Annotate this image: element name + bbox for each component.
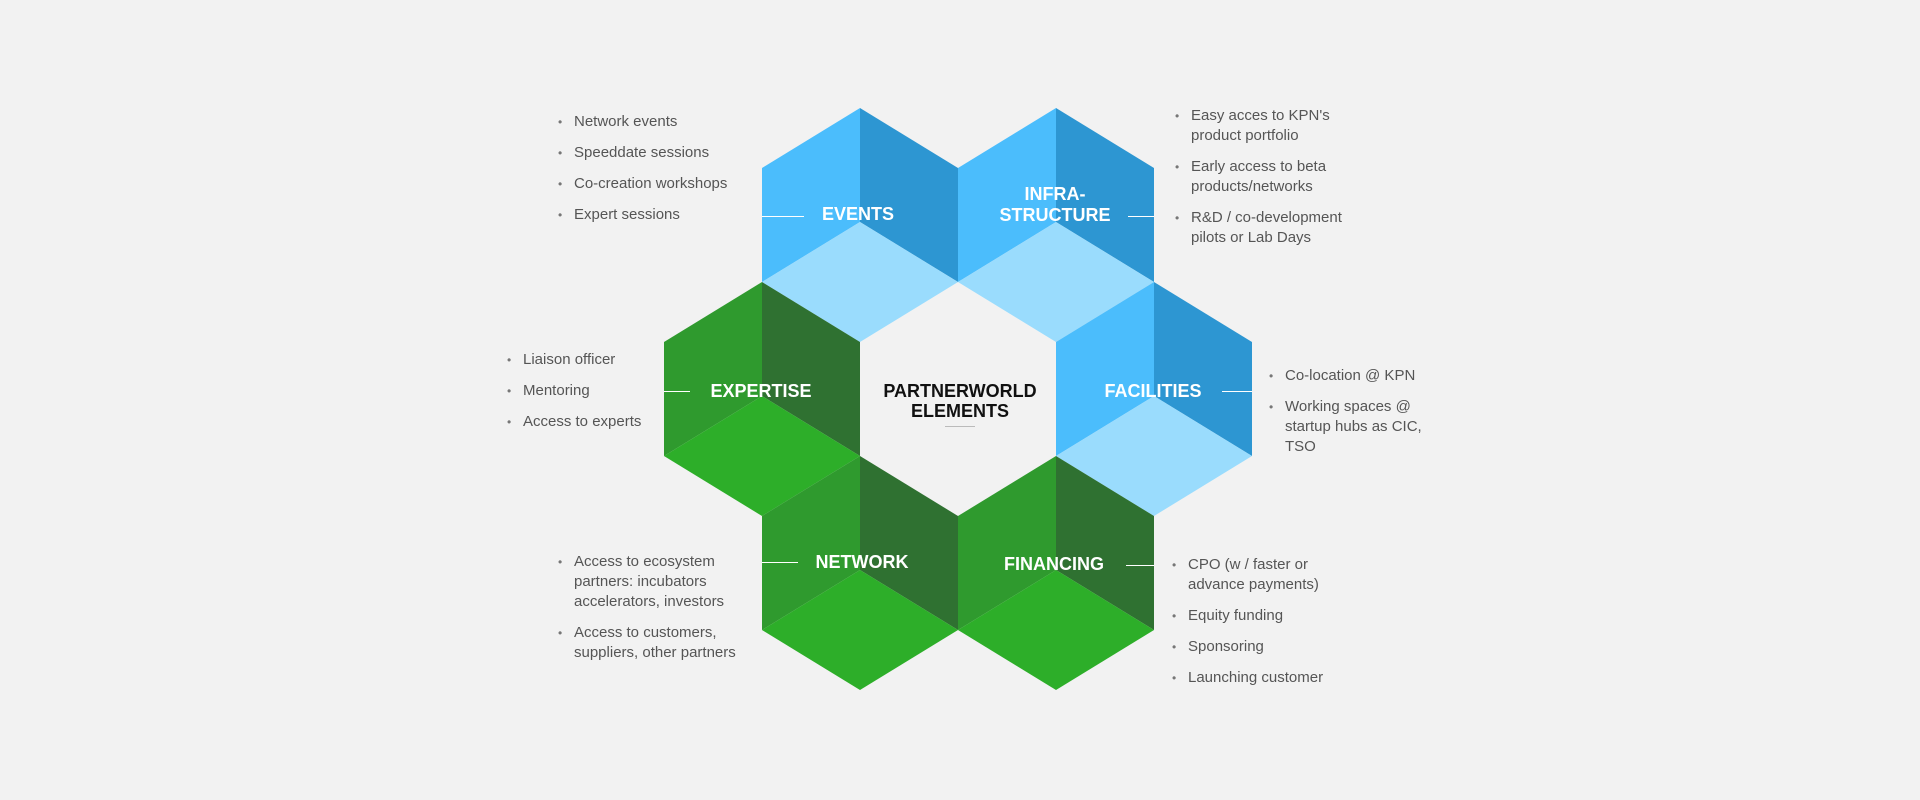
center-underline bbox=[945, 426, 975, 427]
events-label: EVENTS bbox=[821, 204, 895, 224]
center-title: PARTNERWORLD ELEMENTS bbox=[880, 381, 1040, 421]
infrastructure-cube bbox=[958, 108, 1154, 342]
infrastructure-label: INFRA- STRUCTURE bbox=[980, 184, 1130, 226]
infrastructure-label-line-2: STRUCTURE bbox=[999, 205, 1111, 225]
list-item: Speeddate sessions bbox=[558, 143, 758, 163]
list-item: Equity funding bbox=[1172, 606, 1352, 626]
list-item: Liaison officer bbox=[507, 350, 657, 370]
financing-left-face bbox=[958, 456, 1056, 630]
facilities-list: Co-location @ KPN Working spaces @ start… bbox=[1269, 366, 1429, 468]
network-left-face bbox=[762, 456, 860, 630]
list-item: Network events bbox=[558, 112, 758, 132]
list-item: CPO (w / faster or advance payments) bbox=[1172, 555, 1352, 595]
center-title-line-2: ELEMENTS bbox=[910, 401, 1009, 421]
list-item: Sponsoring bbox=[1172, 637, 1352, 657]
facilities-label: FACILITIES bbox=[1104, 381, 1202, 401]
list-item: Easy acces to KPN's product portfolio bbox=[1175, 106, 1365, 146]
list-item: Access to ecosystem partners: incubators… bbox=[558, 552, 758, 612]
events-list: Network events Speeddate sessions Co-cre… bbox=[558, 112, 758, 236]
infrastructure-label-line-1: INFRA- bbox=[1024, 184, 1086, 204]
events-connector bbox=[762, 216, 804, 217]
financing-cube bbox=[958, 456, 1154, 690]
financing-label: FINANCING bbox=[1004, 554, 1104, 574]
infrastructure-list: Easy acces to KPN's product portfolio Ea… bbox=[1175, 106, 1365, 259]
financing-bottom-face bbox=[958, 570, 1154, 690]
events-right-face bbox=[860, 108, 958, 282]
facilities-cube bbox=[1056, 282, 1252, 516]
network-bottom-face bbox=[762, 570, 958, 690]
list-item: Co-creation workshops bbox=[558, 174, 758, 194]
network-label: NETWORK bbox=[815, 552, 909, 572]
financing-connector bbox=[1126, 565, 1154, 566]
infrastructure-left-face bbox=[958, 108, 1056, 282]
list-item: Working spaces @ startup hubs as CIC, TS… bbox=[1269, 397, 1429, 457]
facilities-left-face bbox=[1056, 282, 1154, 456]
network-right-face bbox=[860, 456, 958, 630]
network-connector bbox=[762, 562, 798, 563]
expertise-label: EXPERTISE bbox=[710, 381, 812, 401]
list-item: Mentoring bbox=[507, 381, 657, 401]
center-title-line-1: PARTNERWORLD bbox=[883, 381, 1037, 401]
facilities-connector bbox=[1222, 391, 1252, 392]
list-item: Access to experts bbox=[507, 412, 657, 432]
expertise-list: Liaison officer Mentoring Access to expe… bbox=[507, 350, 657, 443]
expertise-left-face bbox=[664, 282, 762, 456]
infrastructure-connector bbox=[1128, 216, 1154, 217]
facilities-right-face bbox=[1154, 282, 1252, 456]
list-item: Launching customer bbox=[1172, 668, 1352, 688]
list-item: R&D / co-development pilots or Lab Days bbox=[1175, 208, 1365, 248]
list-item: Early access to beta products/networks bbox=[1175, 157, 1365, 197]
events-left-face bbox=[762, 108, 860, 282]
list-item: Access to customers, suppliers, other pa… bbox=[558, 623, 758, 663]
list-item: Co-location @ KPN bbox=[1269, 366, 1429, 386]
network-list: Access to ecosystem partners: incubators… bbox=[558, 552, 758, 674]
list-item: Expert sessions bbox=[558, 205, 758, 225]
expertise-right-face bbox=[762, 282, 860, 456]
network-cube bbox=[762, 456, 958, 690]
financing-right-face bbox=[1056, 456, 1154, 630]
expertise-connector bbox=[664, 391, 690, 392]
financing-list: CPO (w / faster or advance payments) Equ… bbox=[1172, 555, 1352, 699]
infrastructure-right-face bbox=[1056, 108, 1154, 282]
